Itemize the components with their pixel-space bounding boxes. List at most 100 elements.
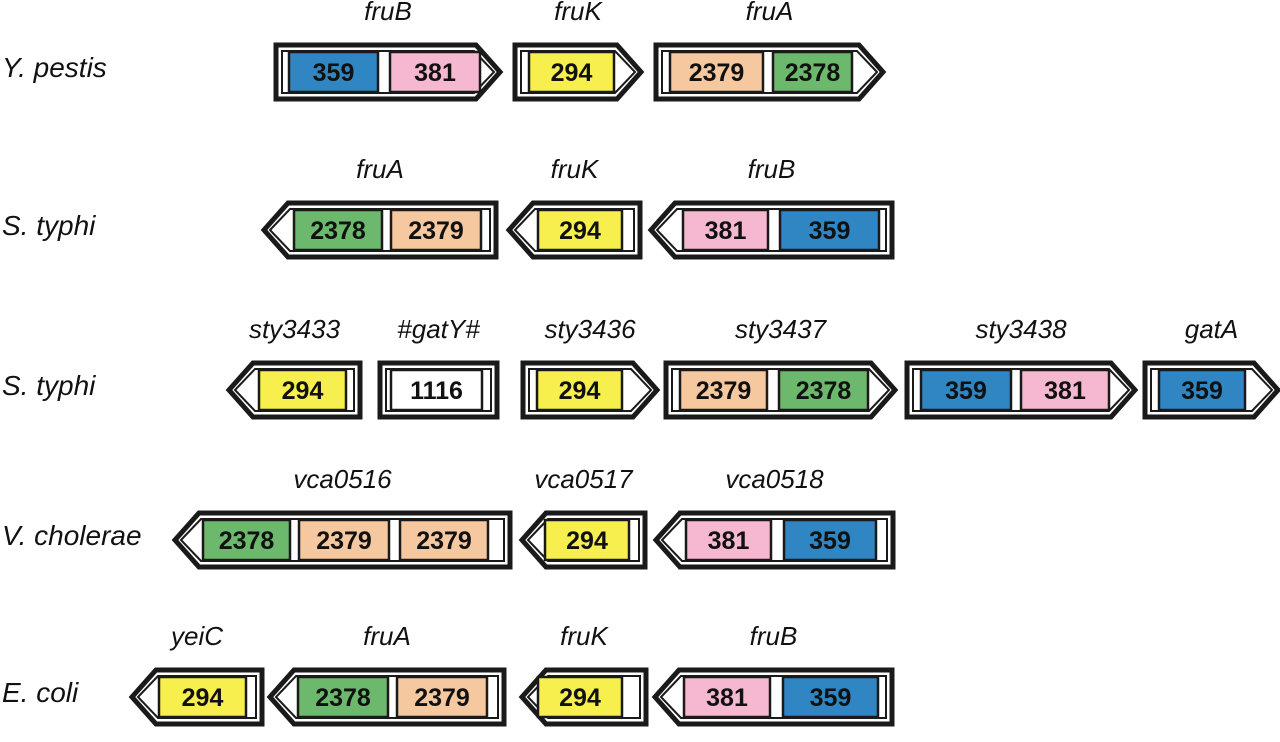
organism-label: Y. pestis xyxy=(2,52,107,83)
domain-box xyxy=(781,675,880,719)
domain-label: 381 xyxy=(708,527,750,555)
gene-arrow: 294 xyxy=(128,667,265,727)
domain-box xyxy=(388,50,482,94)
domain-box xyxy=(777,368,870,412)
domain-label: 381 xyxy=(414,59,456,87)
domain-label: 381 xyxy=(1044,377,1086,405)
domain-label: 2378 xyxy=(315,684,371,712)
domain-label: 381 xyxy=(706,684,748,712)
domain-box xyxy=(919,368,1013,412)
domain-box xyxy=(201,518,292,562)
domain-label: 294 xyxy=(551,59,593,87)
domain-box xyxy=(395,675,489,719)
organism-label: E. coli xyxy=(2,677,79,708)
gene-name: sty3433 xyxy=(248,314,341,344)
gene-arrow: 294 xyxy=(512,42,645,102)
gene-name: fruK xyxy=(550,154,599,184)
gene-name: fruA xyxy=(356,154,404,184)
domain-label: 359 xyxy=(809,527,851,555)
gene-arrow: 359 381 xyxy=(904,360,1139,420)
gene-arrow: 359 xyxy=(1142,360,1280,420)
domain-label: 294 xyxy=(282,377,324,405)
gene-arrow: 381 359 xyxy=(651,667,895,727)
domain-label: 2379 xyxy=(696,377,752,405)
domain-label: 2379 xyxy=(416,527,472,555)
gene-name: fruA xyxy=(745,0,794,26)
organism-label: V. cholerae xyxy=(2,520,142,551)
domain-label: 359 xyxy=(1181,377,1223,405)
gene-arrow: 294 xyxy=(520,360,661,420)
gene-arrow: 359 381 xyxy=(273,42,504,102)
domain-box xyxy=(668,50,765,94)
domain-label: 2378 xyxy=(219,527,275,555)
domain-label: 381 xyxy=(705,217,747,245)
gene-arrow: 381 359 xyxy=(652,510,896,570)
gene-name: #gatY# xyxy=(397,314,480,344)
domain-label: 359 xyxy=(809,217,851,245)
domain-box xyxy=(1157,368,1247,412)
domain-label: 2379 xyxy=(316,527,372,555)
gene-arrow: 381 359 xyxy=(647,200,895,260)
gene-name: fruB xyxy=(364,0,412,26)
domain-box xyxy=(543,518,631,562)
domain-box xyxy=(536,675,624,719)
domain-label: 2379 xyxy=(414,684,470,712)
gene-name: sty3438 xyxy=(975,314,1067,344)
gene-name: vca0518 xyxy=(725,464,824,494)
gene-name: vca0516 xyxy=(293,464,392,494)
domain-box xyxy=(157,675,248,719)
domain-box xyxy=(782,518,878,562)
domain-label: 359 xyxy=(945,377,987,405)
domain-label: 359 xyxy=(810,684,852,712)
domain-box xyxy=(287,50,380,94)
organism-label: S. typhi xyxy=(2,370,96,401)
gene-name: fruA xyxy=(363,621,411,651)
gene-arrow: 294 xyxy=(225,360,363,420)
domain-box xyxy=(527,50,616,94)
domain-box xyxy=(778,208,881,252)
domain-box xyxy=(1019,368,1111,412)
gene-name: gatA xyxy=(1184,314,1239,344)
gene-arrow: 2378 2379 xyxy=(260,200,499,260)
domain-box xyxy=(257,368,348,412)
domain-label: 294 xyxy=(566,527,608,555)
gene-arrow: 294 xyxy=(518,667,649,727)
gene-arrow: 2378 2379 xyxy=(266,667,507,727)
domain-box xyxy=(389,208,483,252)
gene-arrow: 2379 2378 xyxy=(663,360,899,420)
domain-label: 294 xyxy=(559,217,601,245)
domain-box xyxy=(398,518,490,562)
domain-label: 2379 xyxy=(689,59,745,87)
domain-box xyxy=(682,675,772,719)
domain-label: 2378 xyxy=(310,217,366,245)
organism-label: S. typhi xyxy=(2,210,96,241)
domain-label: 359 xyxy=(313,59,355,87)
domain-label: 2379 xyxy=(408,217,464,245)
gene-name: fruK xyxy=(554,0,602,26)
domain-box xyxy=(297,518,391,562)
domain-label: 294 xyxy=(182,684,224,712)
domain-box xyxy=(681,208,770,252)
domain-label: 1116 xyxy=(410,377,463,405)
gene-arrow: 294 xyxy=(518,510,648,570)
domain-label: 294 xyxy=(559,684,601,712)
domain-box xyxy=(684,518,773,562)
domain-label: 2378 xyxy=(785,59,841,87)
gene-name: fruK xyxy=(560,621,608,651)
domain-label: 294 xyxy=(559,377,601,405)
gene-name: yeiC xyxy=(170,621,224,651)
domain-box xyxy=(535,368,624,412)
domain-box xyxy=(678,368,769,412)
domain-label: 2378 xyxy=(796,377,852,405)
domain-box xyxy=(771,50,854,94)
gene-name: sty3437 xyxy=(734,314,827,344)
domain-box xyxy=(536,208,624,252)
gene-name: vca0517 xyxy=(534,464,633,494)
gene-name: fruB xyxy=(747,154,796,184)
gene-name: fruB xyxy=(749,621,798,651)
domain-box xyxy=(292,208,384,252)
domain-box xyxy=(296,675,390,719)
gene-arrow: 2378 2379 2379 xyxy=(171,510,513,570)
